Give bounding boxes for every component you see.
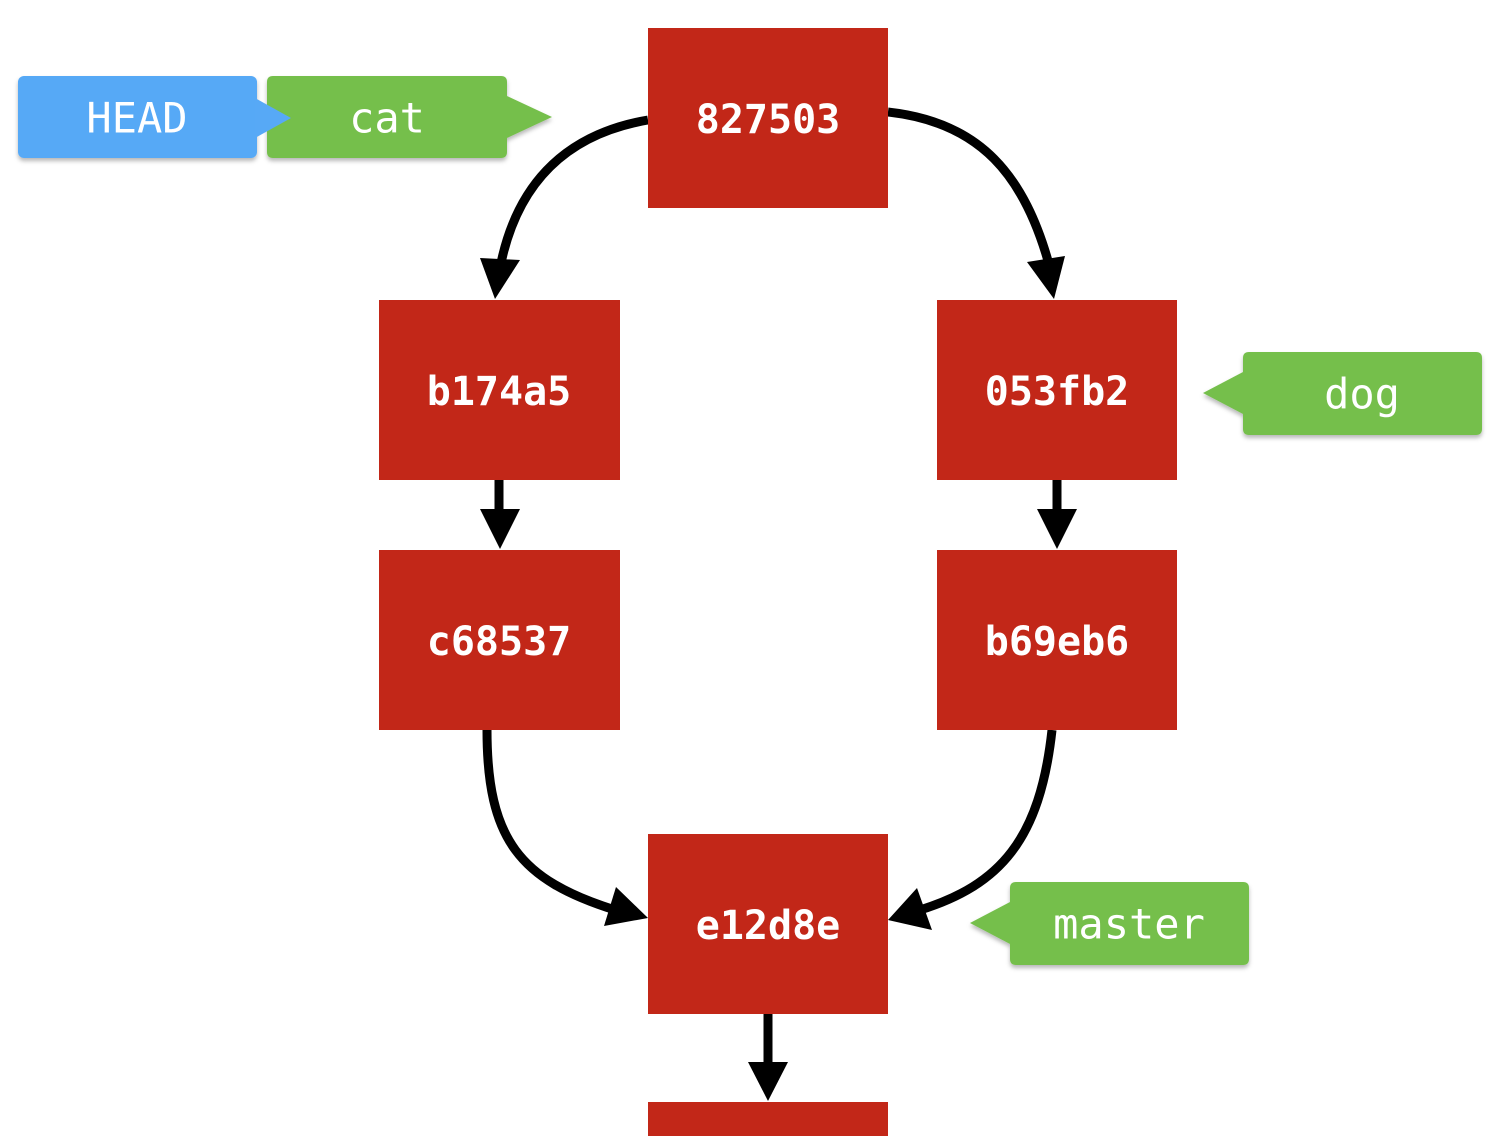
commit-c68537[interactable]: c68537	[379, 550, 620, 730]
branch-master-text: master	[1053, 900, 1205, 949]
branch-dog-text: dog	[1324, 370, 1400, 419]
head-pointer-arrow	[255, 98, 291, 138]
edge-827503-to-053fb2	[887, 107, 1055, 270]
arrowhead-b174a5	[480, 258, 520, 299]
commit-e12d8e-label: e12d8e	[696, 903, 841, 949]
edges	[480, 107, 1077, 1101]
branch-master-label[interactable]: master	[970, 882, 1249, 965]
commit-053fb2[interactable]: 053fb2	[937, 300, 1177, 480]
edge-827503-to-b174a5	[495, 115, 649, 269]
branch-dog-label[interactable]: dog	[1203, 352, 1482, 435]
commit-b174a5[interactable]: b174a5	[379, 300, 620, 480]
commit-053fb2-label: 053fb2	[985, 369, 1130, 415]
commit-827503[interactable]: 827503	[648, 28, 888, 208]
edge-c68537-to-e12d8e	[482, 729, 617, 915]
edge-b69eb6-to-e12d8e	[918, 729, 1057, 915]
head-label[interactable]: HEAD	[18, 76, 257, 158]
arrowhead-b69eb6	[1037, 509, 1077, 549]
branch-cat-text: cat	[349, 94, 425, 143]
commit-partial-bottom[interactable]	[648, 1102, 888, 1136]
commit-827503-label: 827503	[696, 97, 841, 143]
commit-b69eb6-label: b69eb6	[985, 619, 1130, 665]
arrowhead-c68537	[480, 509, 520, 549]
head-label-text: HEAD	[86, 94, 187, 143]
arrowhead-e12d8e-right	[888, 888, 932, 930]
arrowhead-next	[748, 1062, 788, 1101]
commit-e12d8e[interactable]: e12d8e	[648, 834, 888, 1014]
commit-b174a5-label: b174a5	[427, 369, 572, 415]
commit-c68537-label: c68537	[427, 619, 572, 665]
arrowhead-053fb2	[1027, 256, 1065, 299]
commit-b69eb6[interactable]: b69eb6	[937, 550, 1177, 730]
branch-cat-label[interactable]: cat	[267, 76, 552, 158]
arrowhead-e12d8e-left	[604, 887, 648, 926]
